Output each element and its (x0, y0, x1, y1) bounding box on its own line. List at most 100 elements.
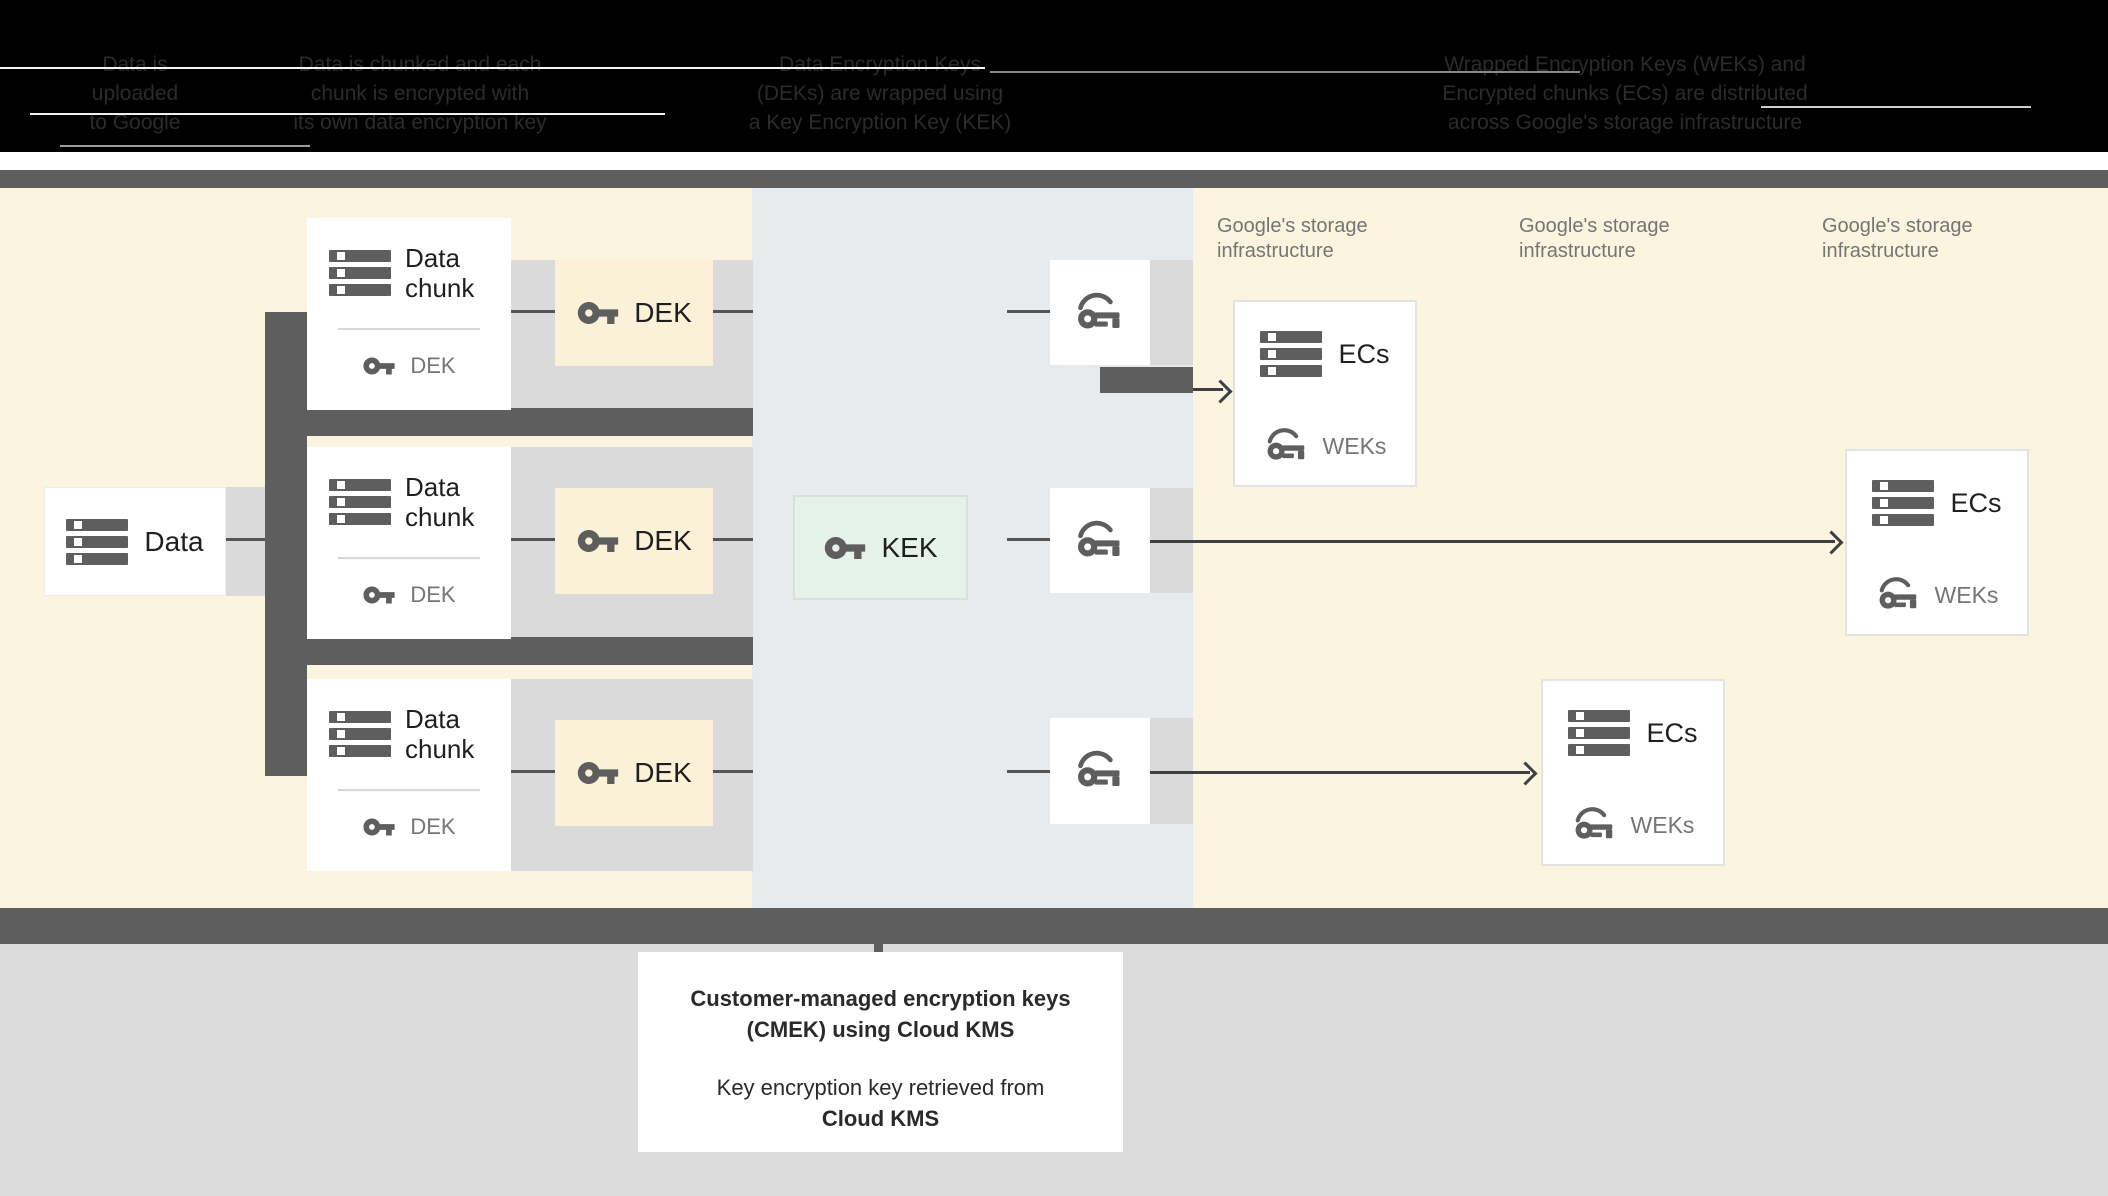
arrowhead-icon (1513, 761, 1538, 786)
step-line: across Google's storage infrastructure (1447, 111, 1803, 134)
ecs-box-3: ECs WEKs (1845, 449, 2029, 636)
chunk-title: Data chunk (405, 704, 475, 764)
step-line: Data is chunked and each (298, 53, 542, 76)
data-chunk-box-3: Data chunk DEK (307, 679, 511, 871)
step-line: its own data encryption key (293, 111, 547, 134)
chunk-key-label: DEK (410, 814, 456, 839)
connector-line (713, 310, 753, 313)
connector-shadow (223, 487, 265, 596)
ecs-box-2: ECs WEKs (1541, 679, 1725, 866)
chunk-title: Data chunk (405, 472, 475, 532)
ecs-box-1: ECs WEKs (1233, 300, 1417, 487)
wrapped-key-icon (1572, 805, 1618, 845)
wrapped-key-icon (1074, 518, 1126, 564)
wrapped-key-box-2 (1050, 488, 1150, 593)
stack-icon (66, 518, 129, 565)
ecs-label: ECs (1338, 338, 1390, 369)
dek-box-3: DEK (555, 720, 713, 826)
dek-label: DEK (634, 525, 692, 556)
caption-spacer (638, 1045, 1123, 1072)
wrapped-key-box-1 (1050, 260, 1150, 365)
step-description-4: Wrapped Encryption Keys (WEKs) and Encry… (1310, 50, 1940, 137)
stack-icon (329, 479, 391, 525)
arrowhead-icon (1208, 379, 1233, 404)
stack-icon (1872, 480, 1935, 526)
step-line: Data is (102, 53, 168, 76)
storage-label-2: Google's storage infrastructure (1519, 215, 1670, 262)
connector-bar-wrapped-keys (1100, 367, 1193, 393)
weks-label: WEKs (1322, 432, 1387, 459)
arrowhead-icon (1819, 530, 1844, 555)
stack-icon (1568, 710, 1631, 756)
step-line: Encrypted chunks (ECs) are distributed (1442, 82, 1808, 105)
wrapped-key-icon (1074, 748, 1126, 794)
glitch-line (30, 113, 665, 115)
ecs-label: ECs (1950, 487, 2002, 518)
key-icon (363, 818, 395, 836)
caption-line-2: (CMEK) using Cloud KMS (746, 1017, 1015, 1042)
divider (337, 789, 481, 791)
data-chunk-box-2: Data chunk DEK (307, 447, 511, 639)
divider (337, 557, 481, 559)
chunk-key-label: DEK (410, 353, 456, 378)
dek-label: DEK (634, 297, 692, 328)
data-chunk-box-1: Data chunk DEK (307, 218, 511, 410)
connector-line (1007, 538, 1050, 541)
step-line: Wrapped Encryption Keys (WEKs) and (1444, 53, 1806, 76)
glitch-line (990, 71, 1580, 73)
connector-trunk (265, 312, 307, 776)
storage-label-3: Google's storage infrastructure (1822, 215, 1973, 262)
chunk-title: Data chunk (405, 243, 475, 303)
glitch-line (1761, 106, 2031, 108)
wrapped-key-icon (1074, 290, 1126, 336)
connector-line (1007, 770, 1050, 773)
encryption-flow-canvas: Data Data chunk DEK Data chunk DEK (0, 188, 2108, 908)
header-band: Data is uploaded to Google Data is chunk… (0, 0, 2108, 152)
glitch-line (60, 145, 310, 147)
connector-bar-2 (265, 637, 753, 665)
key-icon (578, 302, 619, 324)
key-icon (578, 762, 619, 784)
caption-line-1: Customer-managed encryption keys (690, 986, 1071, 1011)
connector-line (226, 538, 265, 541)
step-description-1: Data is uploaded to Google (70, 50, 200, 137)
caption-card: Customer-managed encryption keys (CMEK) … (638, 952, 1123, 1152)
step-line: (DEKs) are wrapped using (756, 82, 1004, 105)
key-icon (363, 357, 395, 375)
stack-icon (1260, 331, 1323, 377)
divider (337, 328, 481, 330)
dek-label: DEK (634, 757, 692, 788)
connector-line (511, 770, 555, 773)
dek-box-2: DEK (555, 488, 713, 594)
stack-icon (329, 711, 391, 757)
storage-label-1: Google's storage infrastructure (1217, 215, 1368, 262)
kek-label: KEK (881, 531, 938, 563)
step-line: to Google (89, 111, 181, 134)
connector-line (511, 310, 555, 313)
connector-line (713, 538, 753, 541)
flow-arrow-1 (1193, 388, 1223, 391)
data-box: Data (44, 487, 226, 596)
connector-line (511, 538, 555, 541)
connector-line (713, 770, 753, 773)
top-divider-bar (0, 170, 2108, 188)
header-white-strip (0, 152, 2108, 170)
chunk-key-label: DEK (410, 582, 456, 607)
wrapped-key-icon (1264, 426, 1310, 466)
step-line: uploaded (91, 82, 179, 105)
key-icon (825, 536, 866, 559)
step-description-3: Data Encryption Keys (DEKs) are wrapped … (735, 50, 1025, 137)
wrapped-key-box-3 (1050, 718, 1150, 824)
key-icon (363, 586, 395, 604)
step-line: Data Encryption Keys (779, 53, 981, 76)
connector-line (1007, 310, 1050, 313)
glitch-line (0, 67, 985, 69)
wrapped-key-icon (1876, 575, 1922, 615)
weks-label: WEKs (1934, 581, 1999, 608)
weks-label: WEKs (1630, 811, 1695, 838)
data-label: Data (144, 525, 204, 557)
step-line: chunk is encrypted with (310, 82, 530, 105)
connector-bar-1 (265, 408, 753, 436)
key-icon (578, 530, 619, 552)
